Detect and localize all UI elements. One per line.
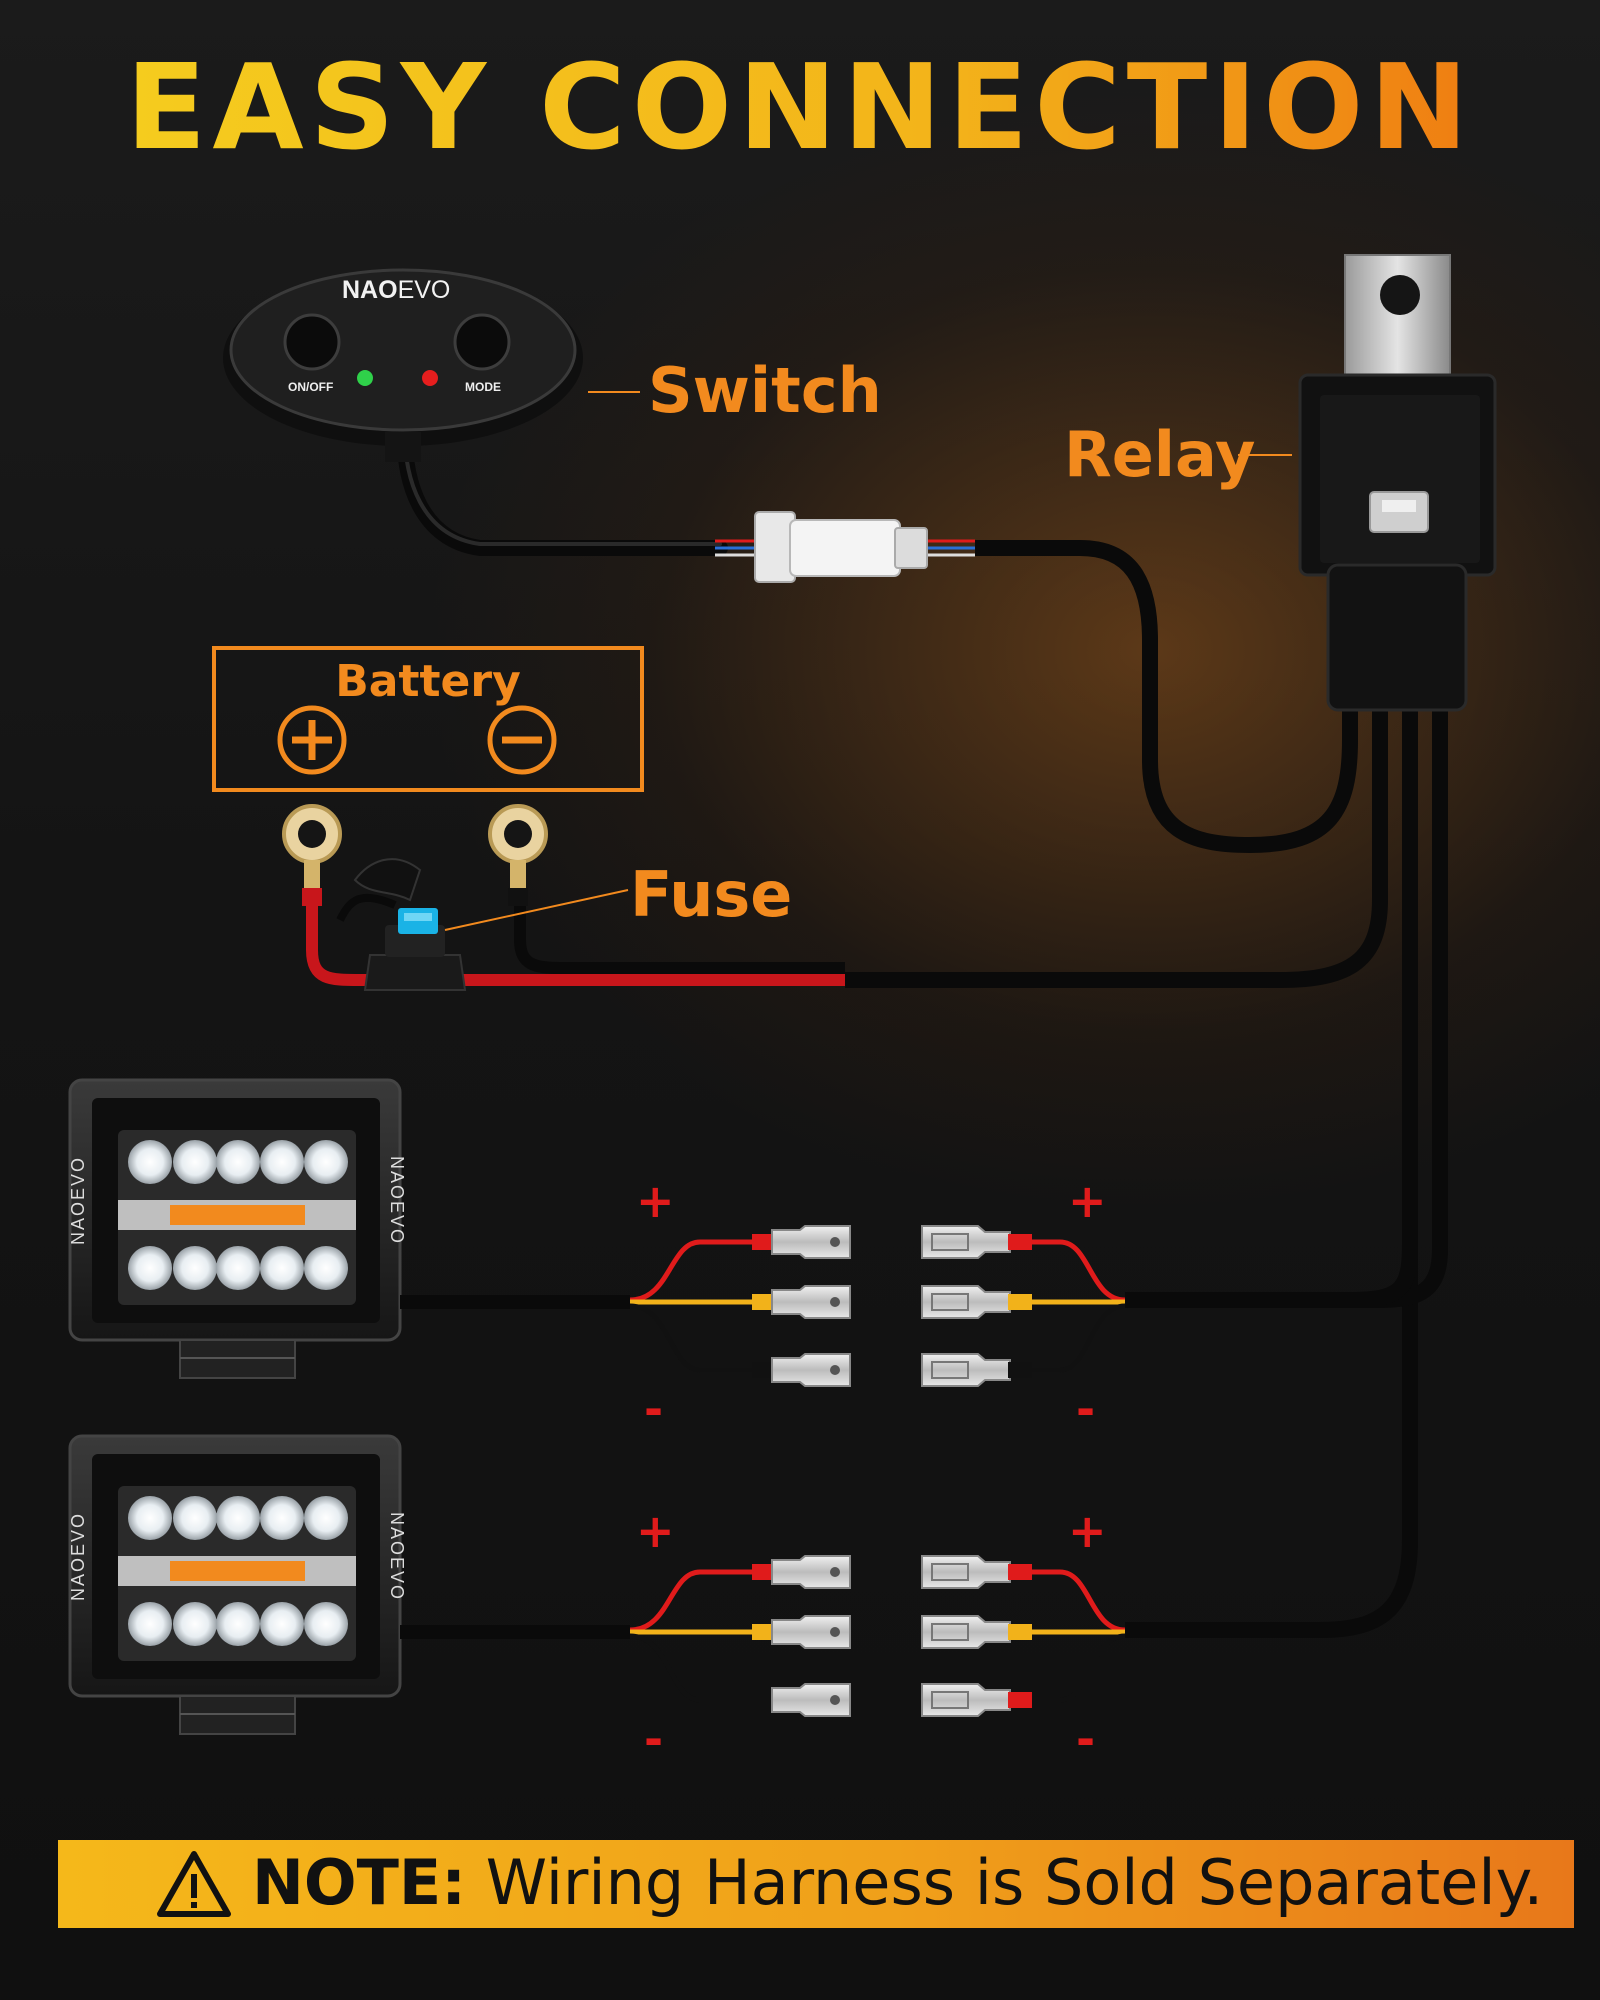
mode-button bbox=[453, 313, 511, 371]
light-pod-1 bbox=[68, 1078, 402, 1379]
relay-label: Relay bbox=[1064, 418, 1256, 491]
lamp2-pigtail-left bbox=[629, 1569, 760, 1703]
minus-sign: - bbox=[644, 1382, 664, 1436]
relay-cable-battery bbox=[845, 700, 1388, 988]
ring-terminal-negative bbox=[488, 804, 548, 906]
mode-label: MODE bbox=[465, 380, 501, 394]
page-title: EASY CONNECTION bbox=[125, 38, 1475, 176]
fuse-leader-line bbox=[444, 889, 629, 931]
minus-sign: - bbox=[1076, 1382, 1096, 1436]
led-array-bottom bbox=[128, 1602, 348, 1646]
battery-negative-wire bbox=[514, 860, 845, 974]
green-indicator bbox=[357, 370, 373, 386]
red-indicator bbox=[422, 370, 438, 386]
battery-negative-icon bbox=[487, 705, 557, 775]
lamp2-brand-left: NAOEVO bbox=[68, 1511, 89, 1602]
plus-sign: + bbox=[1068, 1504, 1107, 1558]
led-array-bottom bbox=[128, 1246, 348, 1290]
on-off-label: ON/OFF bbox=[288, 380, 334, 394]
switch-brand: NAOEVO bbox=[342, 276, 451, 304]
led-array-top bbox=[128, 1140, 348, 1184]
relay-trigger-cable bbox=[975, 540, 1358, 854]
battery-positive-wire bbox=[306, 860, 845, 986]
relay-cable-main bbox=[1125, 700, 1418, 1638]
fuse-label: Fuse bbox=[630, 858, 793, 931]
female-terminals bbox=[921, 1225, 1032, 1717]
switch-unit bbox=[223, 268, 583, 462]
relay-unit bbox=[1298, 254, 1497, 712]
battery-positive-icon bbox=[277, 705, 347, 775]
switch-cable bbox=[397, 432, 728, 556]
on-off-button bbox=[283, 313, 341, 371]
fuse-holder bbox=[353, 858, 467, 991]
connector-wires bbox=[715, 539, 975, 557]
switch-label: Switch bbox=[648, 354, 882, 427]
male-terminals bbox=[752, 1225, 851, 1717]
plus-sign: + bbox=[636, 1504, 675, 1558]
plus-sign: + bbox=[636, 1174, 675, 1228]
lamp1-brand-right: NAOEVO bbox=[387, 1155, 408, 1246]
lamp2-pigtail-right bbox=[1030, 1569, 1126, 1703]
minus-sign: - bbox=[1076, 1712, 1096, 1766]
switch-connector bbox=[754, 511, 928, 583]
warning-icon bbox=[157, 1851, 231, 1917]
plus-sign: + bbox=[1068, 1174, 1107, 1228]
light-pod-2 bbox=[68, 1434, 402, 1735]
lamp1-brand-left: NAOEVO bbox=[68, 1155, 89, 1246]
battery-box: Battery bbox=[212, 646, 644, 792]
ring-terminal-positive bbox=[282, 804, 342, 906]
battery-label: Battery bbox=[335, 656, 521, 707]
note-banner: NOTE: Wiring Harness is Sold Separately. bbox=[58, 1840, 1574, 1928]
lamp1-pigtail-right bbox=[1030, 1239, 1126, 1373]
relay-cable-lamp1 bbox=[1125, 700, 1448, 1308]
lamp1-pigtail-left bbox=[629, 1239, 760, 1373]
note-text: NOTE: Wiring Harness is Sold Separately. bbox=[252, 1846, 1544, 1919]
led-array-top bbox=[128, 1496, 348, 1540]
lamp2-brand-right: NAOEVO bbox=[387, 1511, 408, 1602]
minus-sign: - bbox=[644, 1712, 664, 1766]
